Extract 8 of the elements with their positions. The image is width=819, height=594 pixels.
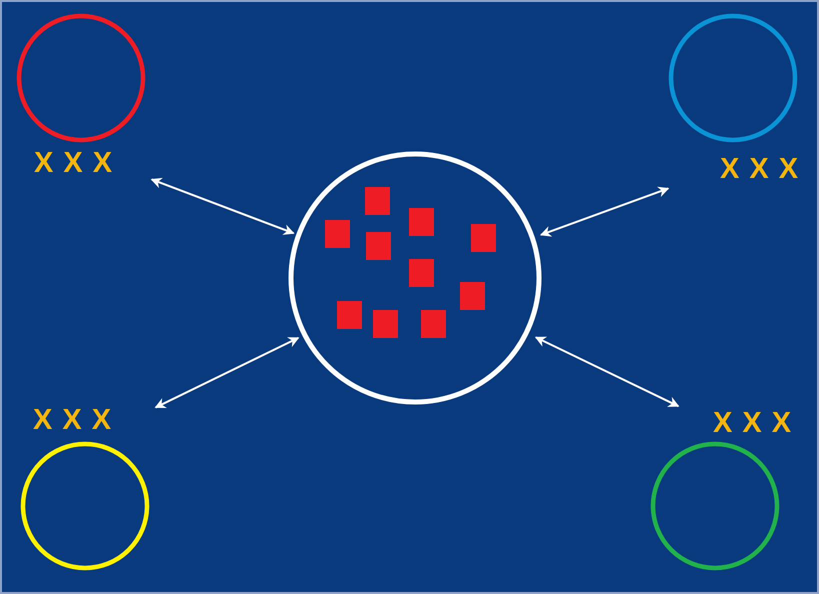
player-label: X X X	[713, 408, 792, 438]
double-arrow	[154, 336, 300, 408]
double-arrow	[540, 186, 670, 237]
player-label: X X X	[34, 148, 114, 178]
player-label: X X X	[720, 154, 800, 184]
double-arrow	[150, 178, 295, 235]
double-arrow	[534, 336, 680, 408]
player-label: X X X	[33, 405, 112, 435]
